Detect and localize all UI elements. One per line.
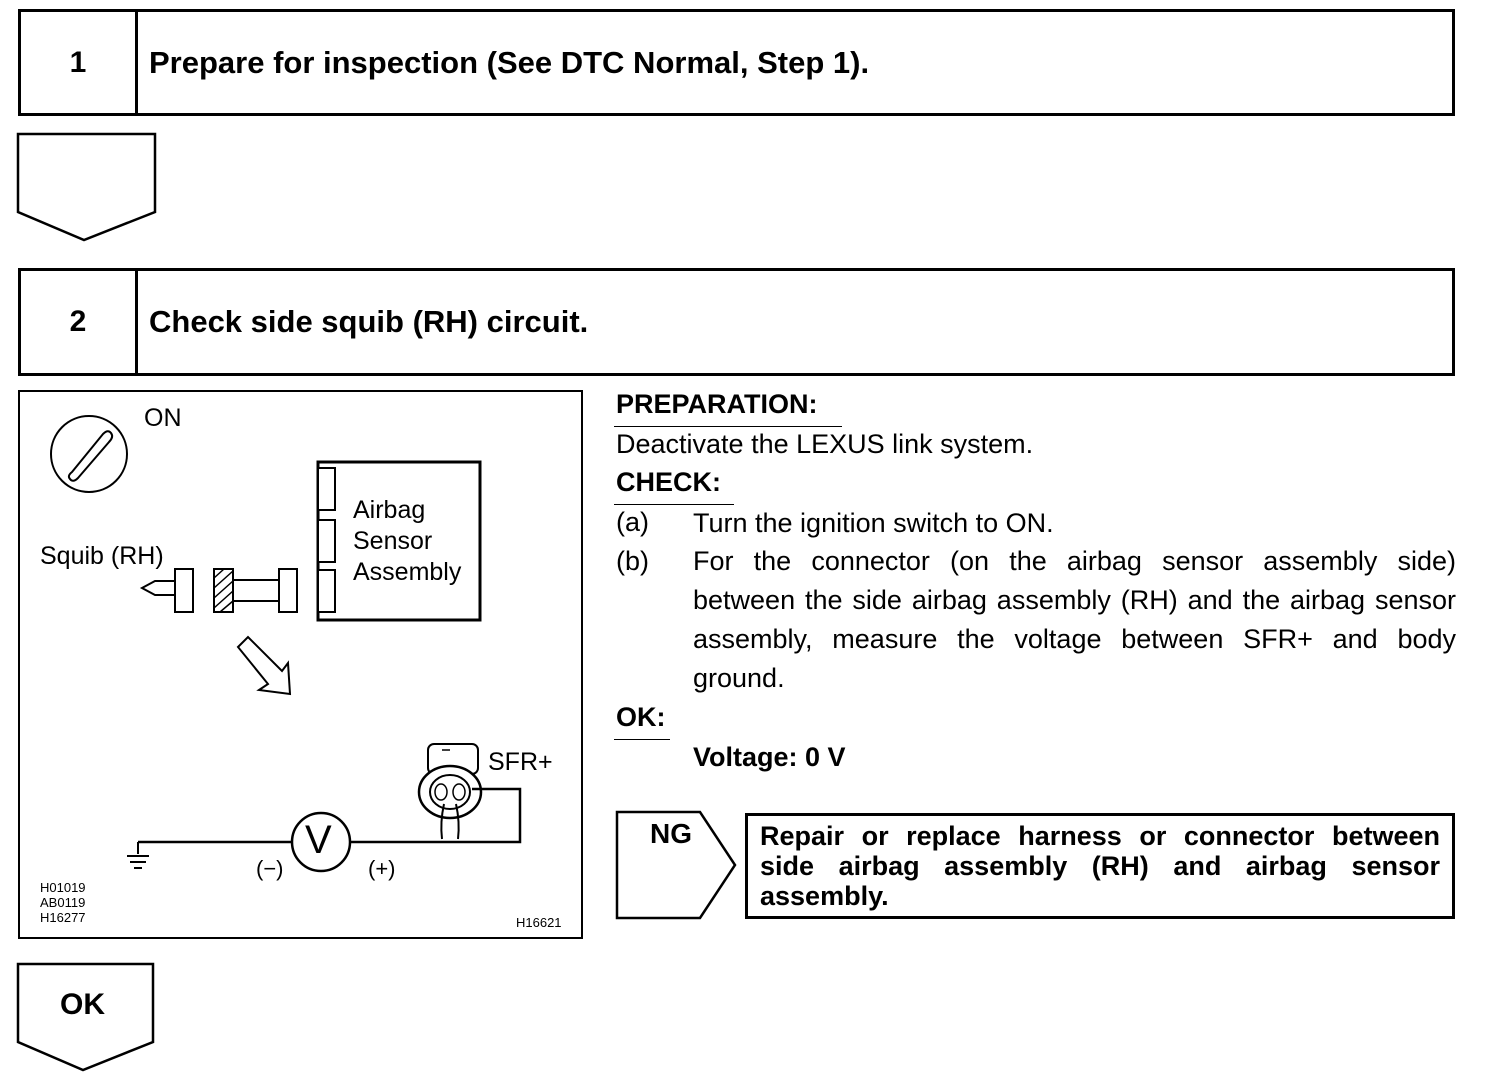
- step-2-box: 2 Check side squib (RH) circuit.: [18, 268, 1455, 376]
- plus-label: (+): [368, 856, 396, 881]
- ok-flow-label: OK: [60, 988, 105, 1021]
- step-b-label: (b): [616, 546, 649, 576]
- step-1-number: 1: [21, 12, 138, 113]
- voltmeter-icon: [290, 811, 352, 873]
- ng-pointer-icon: [615, 810, 737, 920]
- ok-header: OK:: [616, 702, 666, 732]
- ok-underline: [614, 739, 670, 740]
- step-1-box: 1 Prepare for inspection (See DTC Normal…: [18, 9, 1455, 116]
- ok-value: Voltage: 0 V: [693, 742, 846, 772]
- ng-action-box: Repair or replace harness or connector b…: [745, 813, 1455, 919]
- preparation-underline: [614, 426, 842, 427]
- check-header: CHECK:: [616, 467, 721, 497]
- step-b-text: For the connector (on the airbag sensor …: [693, 546, 1456, 693]
- sensor-label-line-1: Airbag: [353, 496, 426, 524]
- preparation-text: Deactivate the LEXUS link system.: [616, 429, 1034, 459]
- flow-arrow-icon: [16, 132, 157, 242]
- preparation-header: PREPARATION:: [616, 389, 818, 419]
- ref-code-2: AB0119: [40, 895, 86, 910]
- voltmeter-symbol: V: [305, 818, 332, 862]
- check-underline: [614, 504, 734, 505]
- squib-label: Squib (RH): [40, 542, 164, 570]
- step-2-title: Check side squib (RH) circuit.: [149, 304, 589, 339]
- step-2-number: 2: [21, 271, 138, 373]
- step-a-label: (a): [616, 507, 649, 537]
- connector-terminal-icon: [417, 743, 483, 840]
- ref-code-3: H16277: [40, 910, 86, 925]
- ref-code-1: H01019: [40, 880, 86, 895]
- diagram-graphics: [50, 415, 522, 873]
- airbag-sensor-assembly-icon: [316, 460, 482, 622]
- terminal-label: SFR+: [488, 748, 553, 776]
- sensor-label-line-2: Sensor: [353, 527, 433, 555]
- sensor-label-line-3: Assembly: [353, 558, 462, 586]
- wiring-diagram: ON Squib (RH) Airbag Sensor Assembly SFR…: [18, 390, 583, 939]
- disconnected-connector-icon: [213, 568, 298, 613]
- measurement-wiring: [137, 787, 522, 854]
- ground-icon: [127, 855, 149, 869]
- ng-label: NG: [650, 818, 692, 849]
- figure-code: H16621: [516, 915, 562, 930]
- ignition-switch-icon: [50, 415, 128, 493]
- direction-arrow-icon: [236, 635, 292, 696]
- ok-flow-arrow-icon: [16, 962, 155, 1072]
- squib-connector-icon: [139, 568, 194, 613]
- step-1-title: Prepare for inspection (See DTC Normal, …: [149, 44, 870, 80]
- ignition-on-label: ON: [144, 404, 182, 432]
- step-a-text: Turn the ignition switch to ON.: [693, 508, 1054, 538]
- minus-label: (−): [256, 856, 284, 881]
